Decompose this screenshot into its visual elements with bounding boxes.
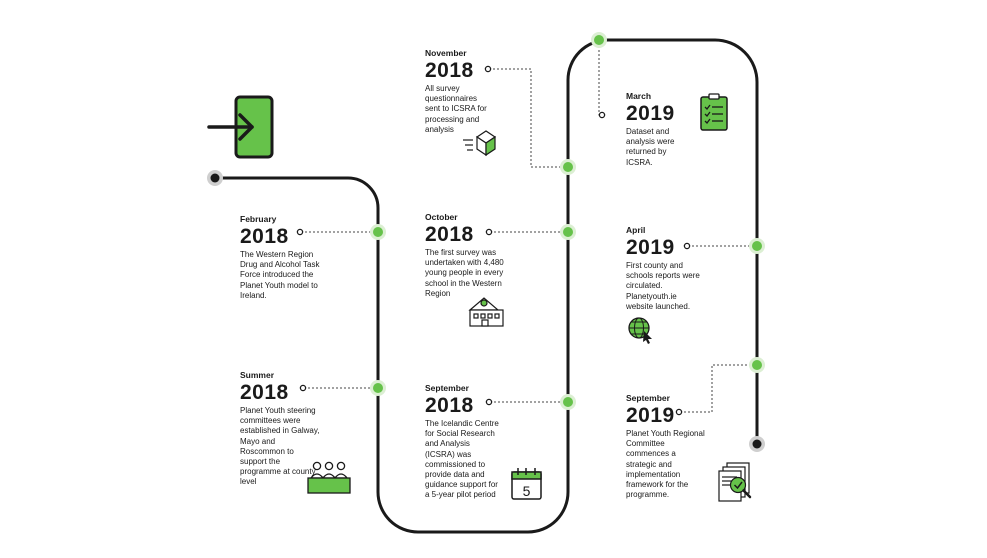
milestone-node xyxy=(560,394,576,410)
document-review-icon xyxy=(718,462,752,502)
event-description: Planet Youth Regional Committee commence… xyxy=(626,429,705,500)
milestone-node xyxy=(370,380,386,396)
event-description: First county and schools reports were ci… xyxy=(626,261,700,311)
event-year: 2018 xyxy=(425,394,474,417)
milestone-node xyxy=(749,357,765,373)
event-description: The first survey was undertaken with 4,4… xyxy=(425,248,504,298)
event-month: April xyxy=(626,225,646,235)
event-month: September xyxy=(626,393,670,403)
calendar-icon: 5 xyxy=(511,468,542,500)
label-dot xyxy=(683,242,691,250)
event-month: October xyxy=(425,212,458,222)
event-description: Dataset and analysis were returned by IC… xyxy=(626,127,675,167)
event-month: March xyxy=(626,91,652,101)
connector-november-2018 xyxy=(489,68,566,168)
event-october-2018: October 2018 The first survey was undert… xyxy=(425,212,543,299)
label-dot xyxy=(675,408,683,416)
event-description: All survey questionnaires sent to ICSRA … xyxy=(425,84,487,134)
event-year: 2019 xyxy=(626,236,675,259)
event-february-2018: February 2018 The Western Region Drug an… xyxy=(240,214,358,301)
clipboard-checklist-icon xyxy=(700,93,728,131)
globe-cursor-icon xyxy=(628,317,652,344)
event-description: Planet Youth steering committees were es… xyxy=(240,406,320,487)
event-month: Summer xyxy=(240,370,275,380)
label-dot xyxy=(598,111,606,119)
enter-door-icon xyxy=(207,95,274,159)
event-year: 2019 xyxy=(626,404,675,427)
event-september-2018: September 2018 The Icelandic Centre for … xyxy=(425,383,543,501)
label-dot xyxy=(485,398,493,406)
event-year: 2019 xyxy=(626,102,675,125)
label-dot xyxy=(296,228,304,236)
event-month: February xyxy=(240,214,277,224)
timeline-end-node xyxy=(749,436,765,452)
milestone-node xyxy=(749,238,765,254)
event-summer-2018: Summer 2018 Planet Youth steering commit… xyxy=(240,370,358,488)
event-year: 2018 xyxy=(425,59,474,82)
event-year: 2018 xyxy=(240,381,289,404)
event-march-2019: March 2019 Dataset and analysis were ret… xyxy=(626,91,744,168)
label-dot xyxy=(299,384,307,392)
timeline-path xyxy=(213,38,759,534)
event-description: The Icelandic Centre for Social Research… xyxy=(425,419,499,500)
event-november-2018: November 2018 All survey questionnaires … xyxy=(425,48,543,135)
event-year: 2018 xyxy=(240,225,289,248)
delivery-box-icon xyxy=(463,130,497,157)
event-april-2019: April 2019 First county and schools repo… xyxy=(626,225,744,312)
milestone-node xyxy=(560,224,576,240)
event-description: The Western Region Drug and Alcohol Task… xyxy=(240,250,320,300)
connector-september-2019 xyxy=(680,364,755,413)
label-dot xyxy=(484,65,492,73)
event-september-2019: September 2019 Planet Youth Regional Com… xyxy=(626,393,744,500)
committee-meeting-icon xyxy=(307,461,351,494)
event-month: September xyxy=(425,383,469,393)
event-month: November xyxy=(425,48,467,58)
milestone-node xyxy=(370,224,386,240)
milestone-node xyxy=(591,32,607,48)
label-dot xyxy=(485,228,493,236)
connector-march-2019 xyxy=(598,42,601,116)
calendar-day-number: 5 xyxy=(523,483,531,499)
milestone-node xyxy=(560,159,576,175)
school-building-icon xyxy=(468,297,504,327)
event-year: 2018 xyxy=(425,223,474,246)
timeline-start-node xyxy=(207,170,223,186)
